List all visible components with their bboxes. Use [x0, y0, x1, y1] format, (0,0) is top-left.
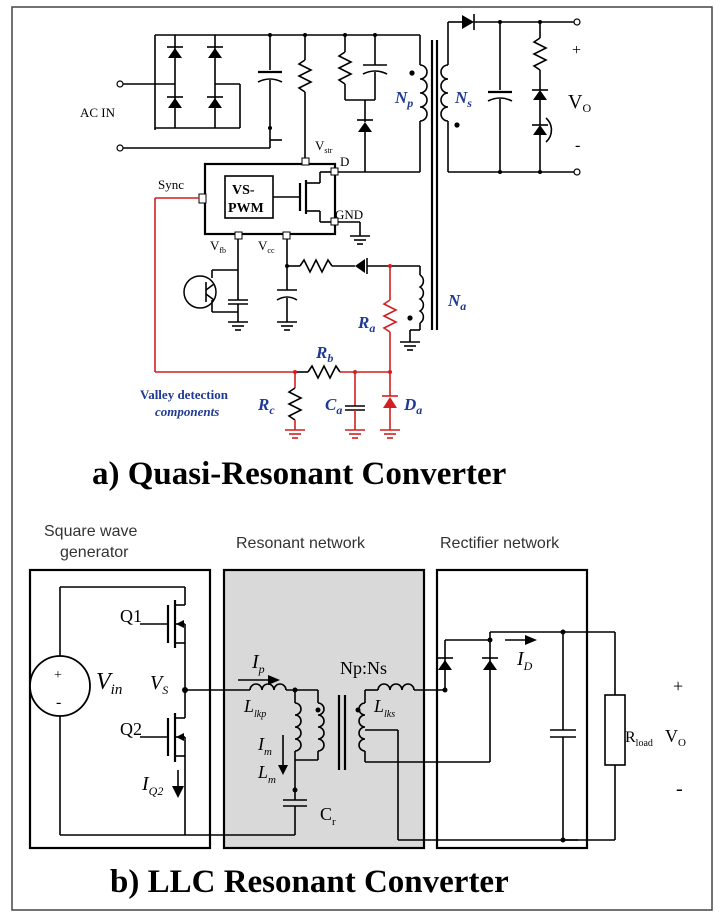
lkp-label: Llkp [243, 696, 266, 720]
section-label-resonant: Resonant network [236, 535, 366, 552]
qr-vo-label: VO [568, 91, 591, 115]
svg-text:-: - [56, 694, 61, 711]
lks-label: Llks [373, 696, 395, 720]
llc-schematic: Square wave generator Resonant network R… [28, 523, 686, 850]
ca-label: Ca [325, 395, 342, 417]
ic-line2: PWM [228, 201, 264, 216]
vcc-pin-label: Vcc [258, 238, 275, 255]
rload-resistor [604, 694, 626, 766]
qr-minus-label: - [575, 137, 580, 154]
valley-detection-network [154, 197, 400, 439]
ra-label: Ra [357, 313, 375, 335]
square-wave-box [28, 568, 212, 850]
turns-ratio-label: Np:Ns [340, 658, 387, 678]
qr-plus-label: + [572, 42, 581, 59]
q2-label: Q2 [120, 719, 142, 739]
gnd-pin-label: GND [335, 207, 363, 222]
ns-label: Ns [454, 88, 472, 110]
im-label: Im [257, 734, 272, 758]
section-label-rectifier: Rectifier network [440, 535, 560, 552]
rb-label: Rb [315, 343, 333, 365]
figure-border [11, 6, 713, 911]
da-label: Da [403, 395, 422, 417]
svg-text:+: + [54, 668, 62, 683]
title-a: a) Quasi-Resonant Converter [92, 456, 506, 492]
na-label: Na [447, 291, 466, 313]
q1-label: Q1 [120, 606, 142, 626]
vstr-pin-label: Vstr [315, 138, 333, 155]
ac-in-label: AC IN [80, 105, 116, 120]
ic-line1: VS- [232, 183, 255, 198]
valley-label-line1: Valley detection [140, 387, 229, 402]
vs-label: VS [150, 672, 168, 697]
sync-pin-label: Sync [158, 177, 184, 192]
llc-vo-label: VO [665, 726, 686, 749]
np-label: Np [394, 88, 413, 110]
rc-label: Rc [257, 395, 275, 417]
lm-label: Lm [257, 762, 276, 786]
d-pin-label: D [340, 154, 349, 169]
vfb-pin-label: Vfb [210, 238, 226, 255]
iq2-label: IQ2 [141, 773, 163, 798]
quasi-resonant-schematic: AC IN [80, 14, 591, 439]
llc-plus-label: + [673, 676, 683, 696]
ip-label: Ip [251, 651, 265, 676]
valley-label-line2: components [155, 404, 219, 419]
section-label-square-wave-2: generator [60, 544, 129, 561]
title-b: b) LLC Resonant Converter [110, 864, 509, 900]
rload-label: Rload [625, 729, 653, 749]
vin-label: Vin [96, 669, 122, 698]
cr-label: Cr [320, 804, 336, 828]
llc-minus-label: - [676, 778, 683, 800]
section-label-square-wave-1: Square wave [44, 523, 137, 540]
rectifier-network-box [435, 568, 589, 850]
optocoupler-icon [183, 275, 217, 309]
id-label: ID [516, 648, 533, 673]
